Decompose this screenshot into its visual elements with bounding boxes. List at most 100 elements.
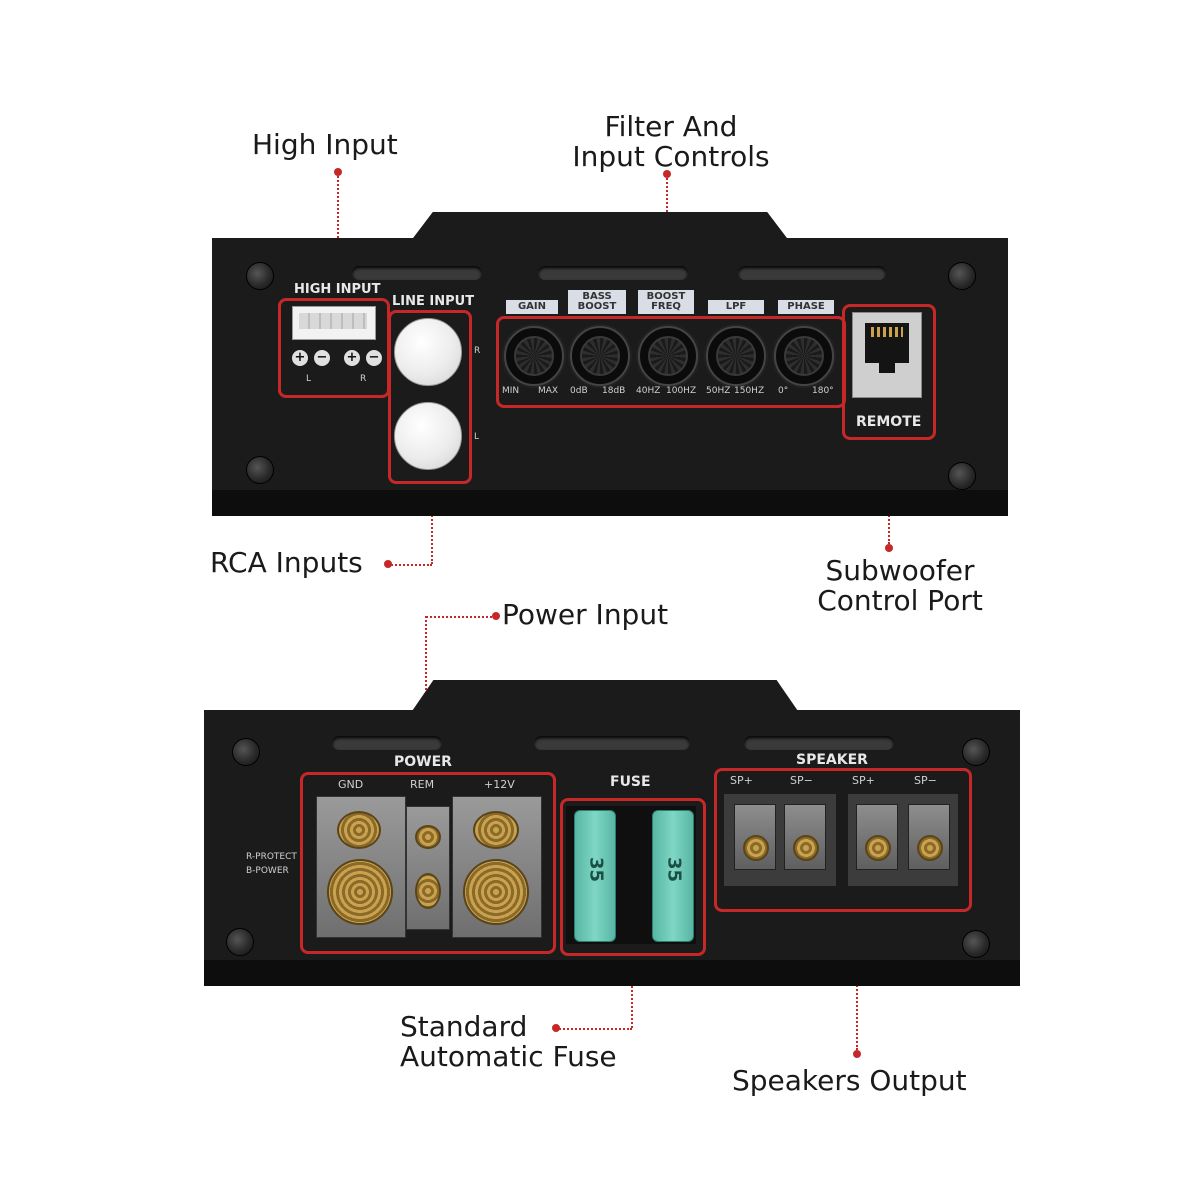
fuse-1-rating: 35 [585,856,607,883]
leader-power-h [426,616,492,618]
control-tag-boost-freq: BOOST FREQ [638,290,694,314]
gnd-terminal[interactable] [316,796,406,938]
callout-filter-controls: Filter And Input Controls [556,112,786,172]
leader-dot-power [492,612,500,620]
bass-boost-max: 18dB [602,386,626,396]
rca-left-label: L [474,432,480,442]
lpf-max: 150HZ [734,386,765,396]
control-tag-phase: PHASE [778,300,834,314]
top-screw-tr [948,262,976,290]
line-input-label: LINE INPUT [392,294,475,309]
fuse-2[interactable]: 35 [652,810,694,942]
gain-min: MIN [502,386,520,396]
high-input-right: R [360,374,367,384]
fuse-1[interactable]: 35 [574,810,616,942]
top-screw-br [948,462,976,490]
callout-subwoofer-line2: Control Port [817,584,983,617]
power-terminal-box [300,772,556,954]
top-screw-bl [246,456,274,484]
speaker-terminal-3[interactable] [856,804,898,870]
bass-boost-min: 0dB [570,386,588,396]
high-input-pin-3: + [344,350,360,366]
power-12v-label: +12V [484,778,515,791]
callout-filter-line1: Filter And [604,110,738,143]
control-tag-bass-boost: BASS BOOST [568,290,626,314]
leader-high-input [337,172,339,302]
high-input-pin-2: − [314,350,330,366]
top-screw-tl [246,262,274,290]
lpf-knob[interactable] [706,326,766,386]
speaker-terminal-2[interactable] [784,804,826,870]
speaker-label: SPEAKER [796,752,868,768]
leader-rca-h [388,564,432,566]
leader-dot-subwoofer [885,544,893,552]
speaker-terminal-box [714,768,972,912]
speaker-sp1-label: SP+ [730,774,753,787]
rem-terminal[interactable] [406,806,450,930]
bottom-screw-tr [962,738,990,766]
speaker-terminal-4[interactable] [908,804,950,870]
rca-input-box [388,310,472,484]
positive-12v-terminal[interactable] [452,796,542,938]
boost-freq-min: 40HZ [636,386,661,396]
speaker-terminal-1[interactable] [734,804,776,870]
remote-port-box [842,304,936,440]
rca-right-label: R [474,346,481,356]
fuse-label: FUSE [610,774,651,790]
high-input-label: HIGH INPUT [294,282,381,297]
top-slot-1 [352,266,482,280]
high-input-left: L [306,374,312,384]
rca-left-jack[interactable] [394,402,462,470]
control-tag-lpf: LPF [708,300,764,314]
leader-dot-speakers [853,1050,861,1058]
remote-port-jack[interactable] [852,312,922,398]
speaker-sp2-label: SP− [790,774,813,787]
control-tag-gain: GAIN [506,300,558,314]
boost-freq-knob[interactable] [638,326,698,386]
bottom-panel-edge [204,960,1020,986]
callout-filter-line2: Input Controls [572,140,770,173]
bottom-slot-1 [332,736,442,750]
bottom-screw-br [962,930,990,958]
callout-high-input: High Input [252,128,398,161]
top-slot-3 [738,266,886,280]
status-b-power: B-POWER [246,866,289,876]
remote-label: REMOTE [856,414,922,430]
high-input-pin-1: + [292,350,308,366]
phase-knob[interactable] [774,326,834,386]
bottom-screw-bl [226,928,254,956]
callout-subwoofer-line1: Subwoofer [825,554,975,587]
top-panel-edge [212,490,1008,516]
bottom-panel-hump [410,680,800,714]
lpf-min: 50HZ [706,386,731,396]
callout-subwoofer-port: Subwoofer Control Port [800,556,1000,616]
callout-fuse-line2: Automatic Fuse [400,1040,617,1073]
high-input-connector[interactable] [292,306,376,340]
boost-freq-max: 100HZ [666,386,697,396]
speaker-sp3-label: SP+ [852,774,875,787]
callout-fuse-line1: Standard [400,1010,528,1043]
phase-max: 180° [812,386,834,396]
leader-fuse-v [631,950,633,1028]
gain-knob[interactable] [504,326,564,386]
fuse-2-rating: 35 [663,856,685,883]
top-panel-hump [410,212,790,242]
status-r-protect: R-PROTECT [246,852,297,862]
callout-power-input: Power Input [502,598,669,631]
high-input-pin-4: − [366,350,382,366]
leader-rca-v [431,480,433,564]
top-slot-2 [538,266,688,280]
bass-boost-knob[interactable] [570,326,630,386]
phase-min: 0° [778,386,789,396]
bottom-screw-tl [232,738,260,766]
fuse-box [560,798,706,956]
power-rem-label: REM [410,778,435,791]
rca-right-jack[interactable] [394,318,462,386]
bottom-slot-3 [744,736,894,750]
callout-speakers-output: Speakers Output [732,1064,967,1097]
callout-rca-inputs: RCA Inputs [210,546,363,579]
power-label: POWER [394,754,452,770]
leader-fuse-h [556,1028,632,1030]
power-gnd-label: GND [338,778,364,791]
speaker-sp4-label: SP− [914,774,937,787]
